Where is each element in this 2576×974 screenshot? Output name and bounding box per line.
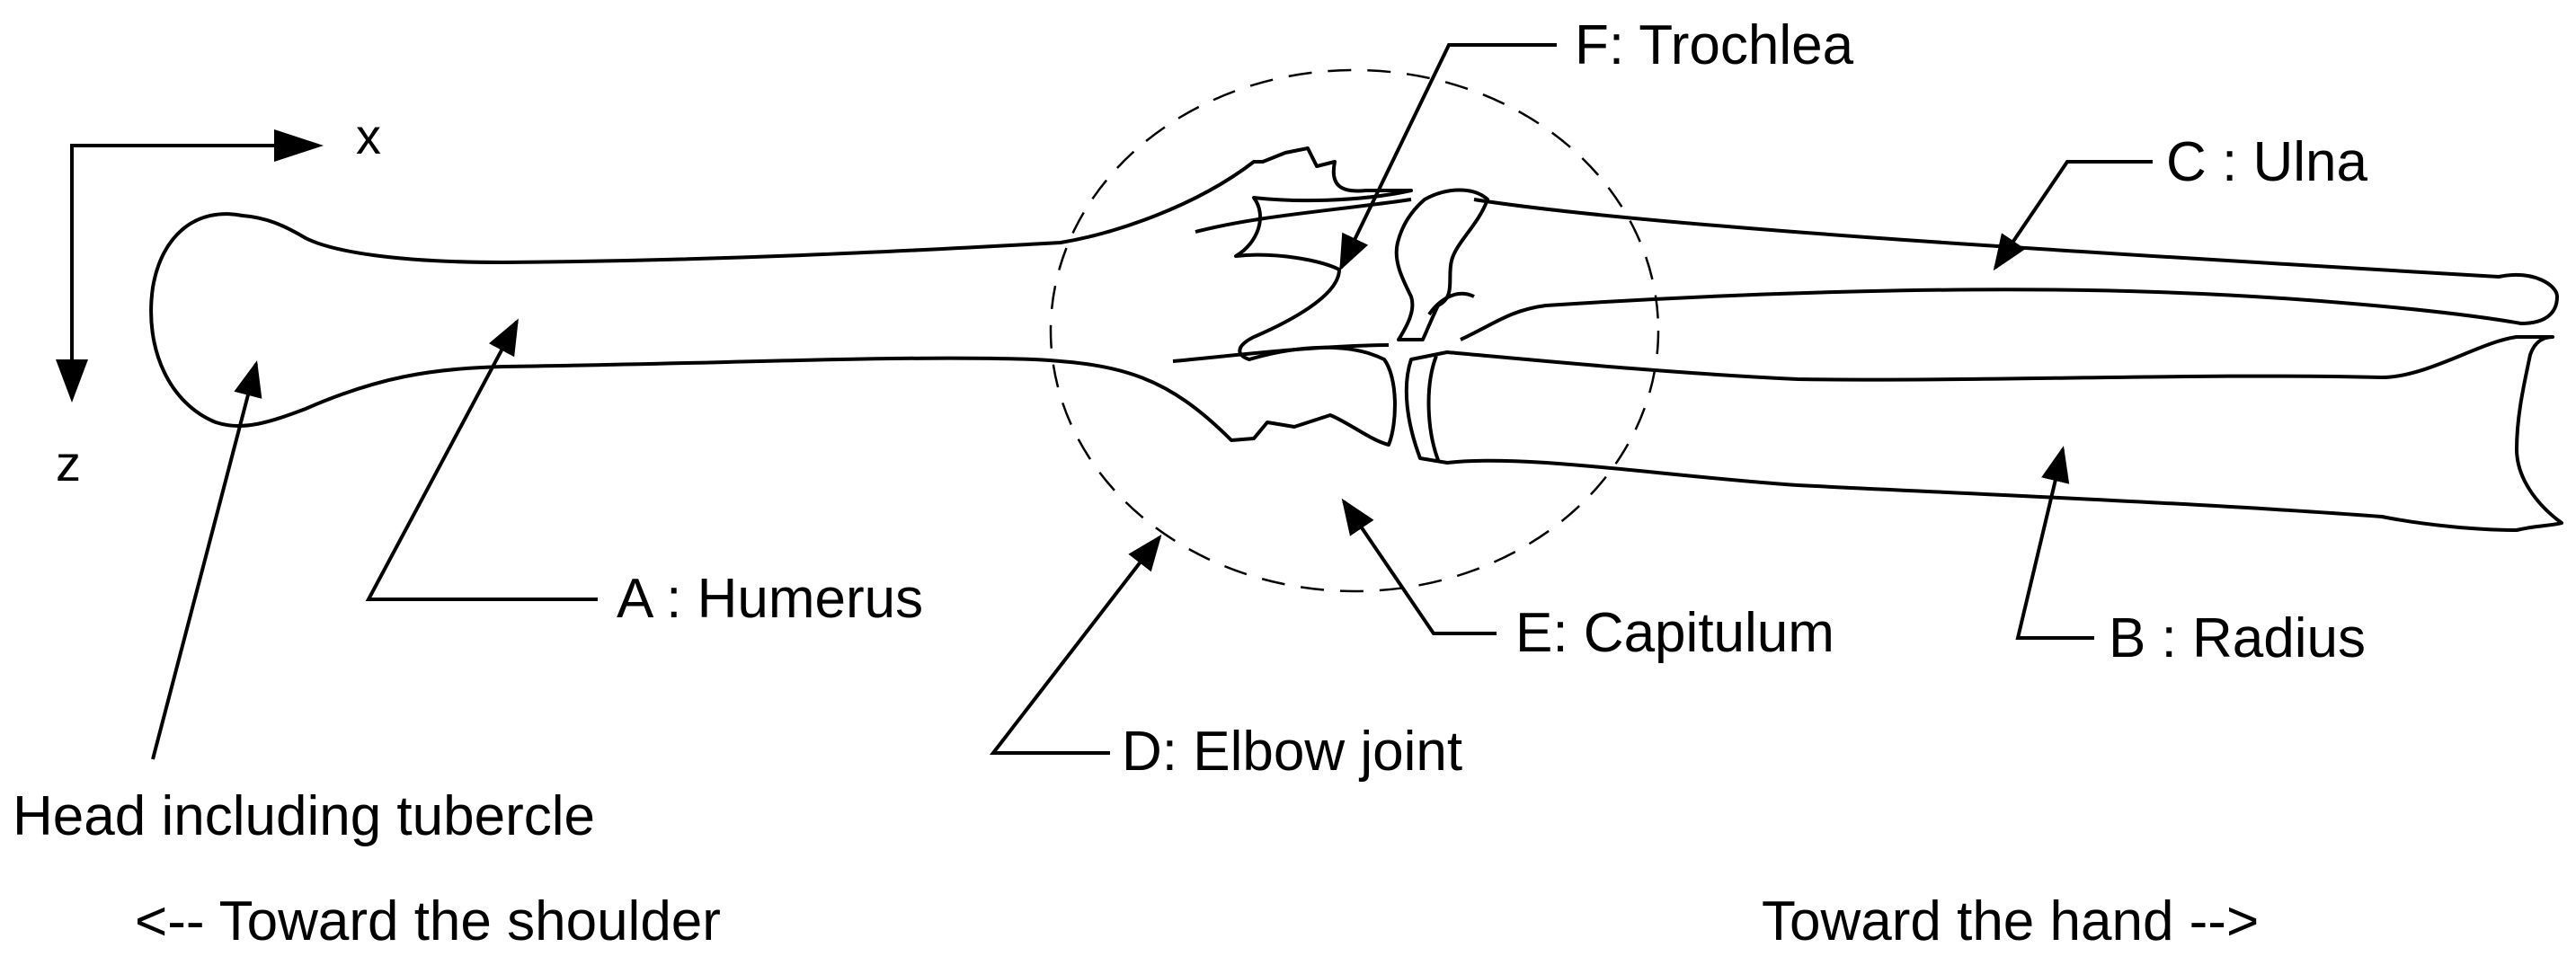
ulna-leader [1993,160,2153,271]
trochlea-label: F: Trochlea [1575,14,1854,76]
ulna-outline [1394,188,1489,341]
radius-outline [1404,335,2563,532]
elbow-joint-circle [1049,68,1660,593]
x-axis-arrowhead [274,129,324,162]
humerus-label: A : Humerus [617,568,924,630]
radius-leader [2015,446,2094,640]
humerus-bone [149,146,1413,447]
ulna-bone [1394,188,2559,341]
z-axis-label: z [56,435,81,491]
x-axis-label: x [356,108,381,164]
ulna-label: C : Ulna [2166,131,2367,193]
capitulum-leader [1341,498,1497,635]
humerus-outline [149,146,1413,447]
z-axis-arrowhead [56,359,88,403]
elbow-joint-leader [989,534,1162,755]
axis-gizmo [56,129,324,403]
humerus-leader [365,318,598,601]
elbow-joint-label: D: Elbow joint [1122,721,1463,783]
toward-hand-label: Toward the hand --> [1762,890,2260,952]
x-axis-line [70,144,306,377]
trochlea-leader [1339,43,1557,271]
leader-lines [151,43,2153,760]
trochlea-line [1195,198,1412,234]
radius-label: B : Radius [2109,607,2367,669]
radius-bone [1404,335,2563,532]
head-leader [151,360,262,760]
head-label: Head including tubercle [13,785,595,847]
capitulum-line [1172,343,1390,363]
capitulum-label: E: Capitulum [1515,602,1834,664]
toward-shoulder-label: <-- Toward the shoulder [135,890,721,952]
